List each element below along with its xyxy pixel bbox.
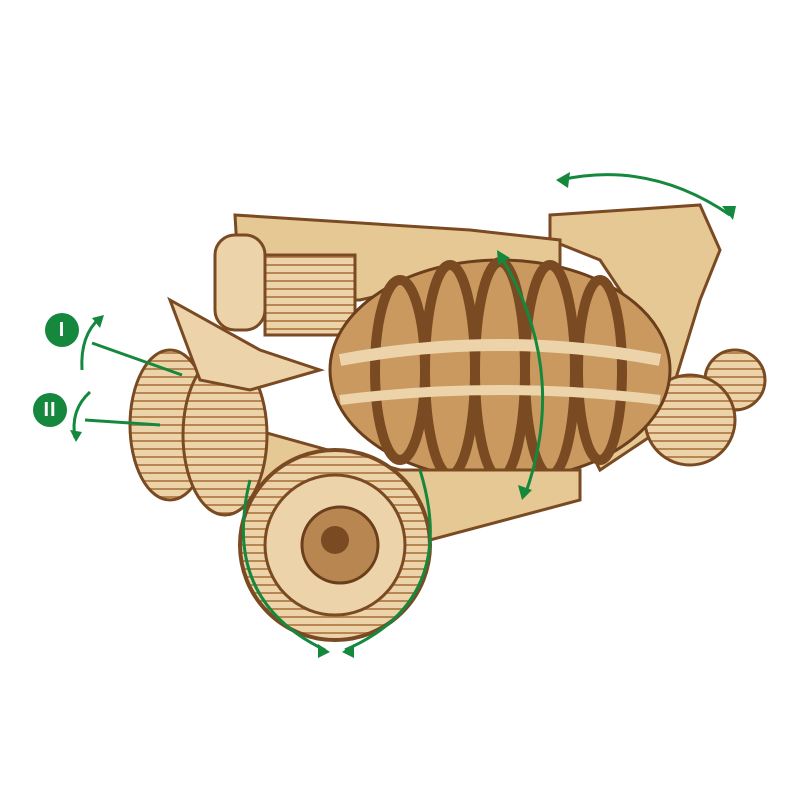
mode-1-pointer <box>91 341 183 377</box>
left-rollers <box>128 296 326 517</box>
tail-swing-arrow <box>559 173 731 217</box>
wheel-rotation-arrow-left <box>241 479 326 652</box>
cage-body <box>328 257 672 483</box>
motion-arrows <box>72 173 731 652</box>
mode-2-badge: II <box>33 393 67 427</box>
mode-2-pointer <box>84 418 161 427</box>
cage-rotation-arrow <box>498 254 545 496</box>
top-body <box>213 213 562 337</box>
mode-1-badge: I <box>45 313 79 347</box>
wheel-rotation-arrow-right <box>344 469 432 652</box>
front-drum <box>213 233 267 332</box>
front-wheel <box>238 448 432 642</box>
arrowheads <box>70 172 736 658</box>
